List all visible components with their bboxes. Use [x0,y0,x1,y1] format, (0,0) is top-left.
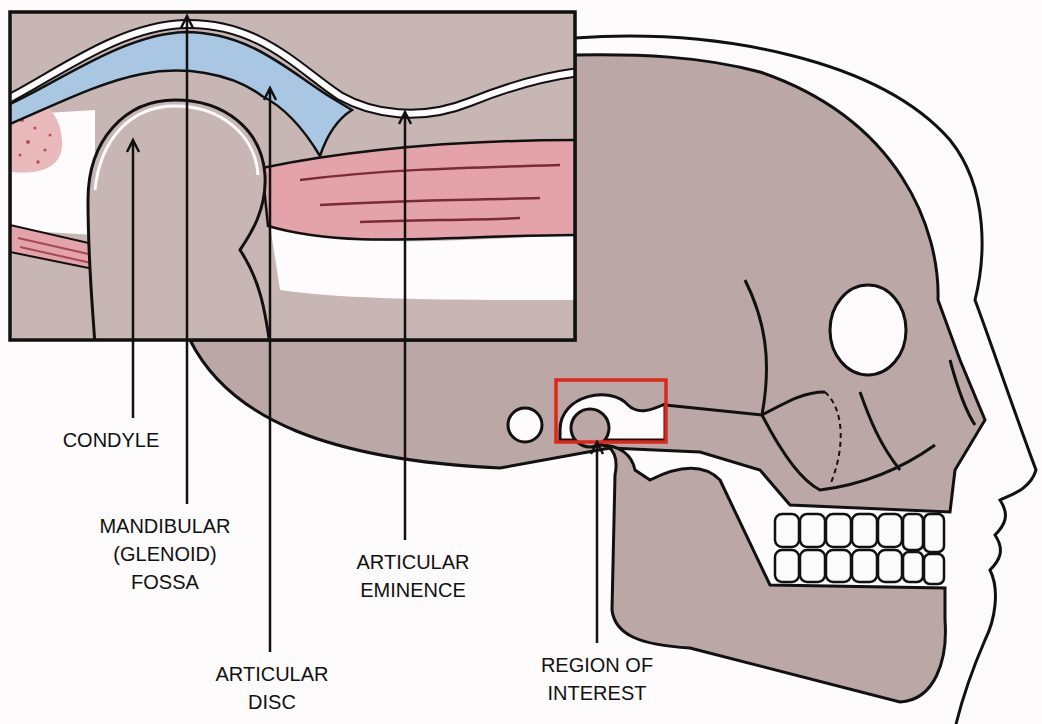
leader-lines [591,442,603,643]
retrodiscal-dots [49,134,52,137]
retrodiscal-dots [36,160,40,164]
teeth [903,514,923,550]
teeth [852,514,877,547]
label-slot: ARTICULAR EMINENCE [338,548,488,604]
teeth [775,550,799,582]
part-label: MANDIBULAR (GLENOID) FOSSA [90,512,240,596]
ear-canal [508,408,542,442]
skull-lines [762,415,935,490]
label-slot: REGION OF INTEREST [527,651,667,707]
leader-lines [181,16,193,504]
skull-lines [950,360,975,425]
retrodiscal-dots [33,126,36,129]
label-slot: CONDYLE [46,426,176,454]
leader-lines [399,112,411,540]
orbit [830,285,906,375]
teeth [800,514,825,547]
teeth [903,552,923,582]
teeth [826,550,851,582]
zygomatic-dashed [825,392,841,485]
teeth [878,550,902,582]
teeth [924,514,944,552]
label-slot: MANDIBULAR (GLENOID) FOSSA [90,512,240,596]
retrodiscal-dots [19,154,22,157]
skull-lines [665,280,975,490]
muscle [262,140,575,240]
part-label: ARTICULAR EMINENCE [338,548,488,604]
inset-closeup [10,12,575,340]
skull-lines [665,392,825,415]
teeth [924,554,944,584]
inset-frame [10,12,575,340]
condyle-surface [95,106,258,190]
teeth [826,514,851,547]
teeth [852,550,877,582]
condyle [88,100,270,340]
teeth [878,514,902,547]
leader-lines [264,88,276,652]
skull-lines [860,392,900,470]
retrodiscal-dots [43,148,46,151]
part-label: ARTICULAR DISC [212,660,332,716]
part-label: CONDYLE [63,426,160,454]
skull-lines [745,280,767,415]
muscle-fibres [300,165,560,222]
region-box [556,380,666,442]
teeth [800,550,825,582]
leader-lines [127,140,139,418]
label-slot: ARTICULAR DISC [212,660,332,716]
teeth [775,514,799,547]
teeth [775,514,944,584]
retrodiscal-dots [26,140,30,144]
part-label: REGION OF INTEREST [527,651,667,707]
